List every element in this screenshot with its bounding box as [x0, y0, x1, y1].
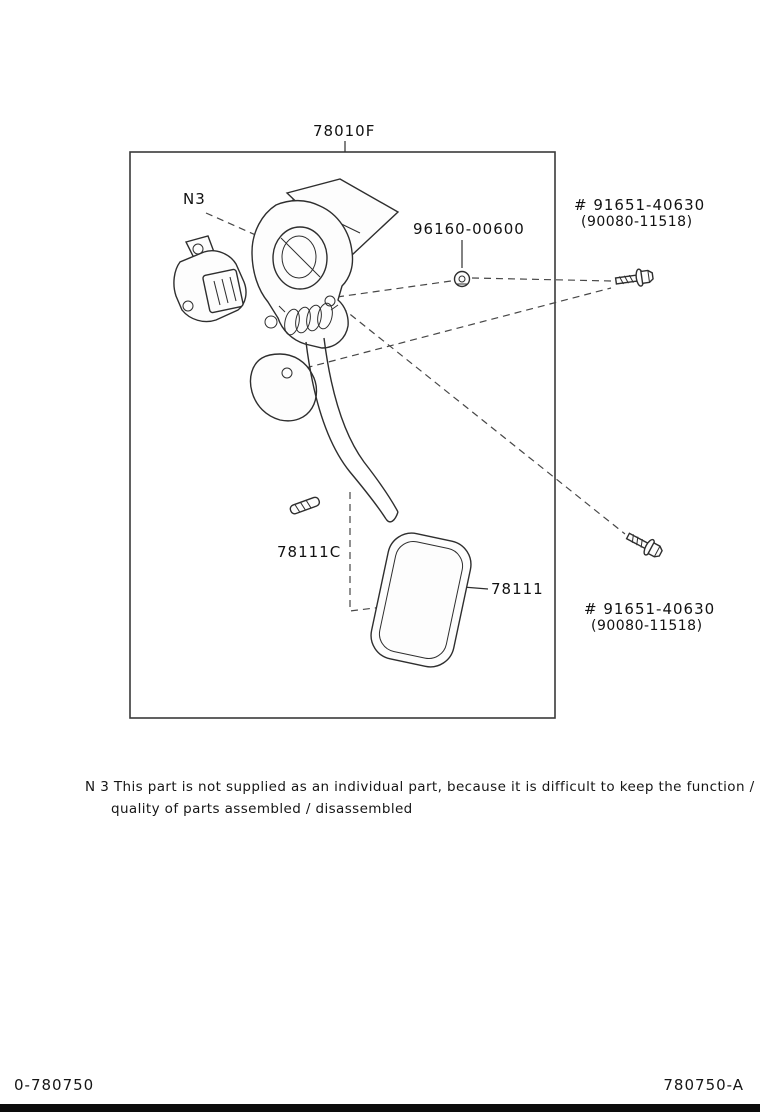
footnote-line2: quality of parts assembled / disassemble…: [111, 801, 413, 817]
bottom-bar: [0, 1104, 760, 1112]
footnote-line1: N 3 This part is not supplied as an indi…: [85, 776, 755, 798]
sensor-callout: N3: [183, 190, 206, 208]
footnote-text1: This part is not supplied as an individu…: [113, 779, 755, 795]
assembly-part-number: 78010F: [313, 122, 376, 140]
pin-part-number: 78111C: [277, 543, 342, 561]
clip-nut: [453, 270, 471, 288]
bolt-upper: [614, 268, 654, 287]
throttle-sensor: [173, 235, 247, 323]
bolt-lower-alt-number: (90080-11518): [591, 618, 703, 634]
pad-pin: [289, 496, 321, 515]
pedal-bracket: [251, 199, 354, 349]
footnote: N 3 This part is not supplied as an indi…: [85, 776, 755, 820]
pedal-arm: [305, 337, 399, 523]
page-code-right: 780750-A: [663, 1076, 744, 1094]
bolt-lower-part-number: # 91651-40630: [584, 600, 716, 618]
page-code-left: 0-780750: [14, 1076, 95, 1094]
clip-part-number: 96160-00600: [413, 220, 525, 238]
pad-part-number: 78111: [491, 580, 544, 598]
footnote-prefix: N 3: [85, 779, 110, 795]
pedal-pad: [370, 532, 472, 668]
diagram-frame: [129, 151, 556, 719]
bolt-upper-alt-number: (90080-11518): [581, 214, 693, 230]
return-spring: [278, 302, 339, 336]
bolt-lower: [625, 532, 663, 558]
lower-bracket: [249, 353, 318, 422]
bolt-upper-part-number: # 91651-40630: [574, 196, 706, 214]
